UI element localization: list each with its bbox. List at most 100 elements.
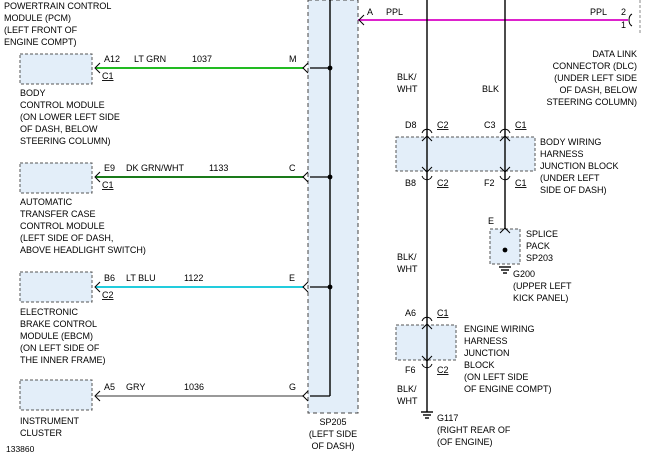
ground-path-left: BLK/ WHT D8 C2 B8 C2 BLK/ WHT A6 C1 F6 C… (397, 0, 511, 447)
module-line: CONTROL MODULE (20, 100, 105, 110)
ground-line: KICK PANEL) (513, 293, 568, 303)
pin-label: D8 (405, 120, 417, 130)
connector-arrow (302, 62, 309, 74)
connector-id: C2 (437, 365, 449, 375)
connector-arrow (421, 316, 433, 322)
connector-arrow (421, 166, 433, 173)
ground-symbol (421, 411, 433, 419)
ewjb-line: JUNCTION (464, 348, 510, 358)
splice-dot (327, 65, 333, 71)
bwjb-line: HARNESS (540, 149, 584, 159)
wire-color: LT BLU (126, 273, 156, 283)
sp203-line: PACK (526, 241, 550, 251)
splice-dot (327, 284, 333, 290)
wire-color: BLK/ (397, 384, 417, 394)
sp203-line: SP203 (526, 253, 553, 263)
splice-pin: E (289, 273, 295, 283)
ppl-circuit: A PPL PPL 2 1 (358, 0, 641, 34)
sp205-splice-box (307, 0, 359, 414)
module-line: STEERING COLUMN) (20, 136, 111, 146)
module-line: TRANSFER CASE (20, 209, 96, 219)
connector-arrow (302, 171, 309, 183)
bwjb-line: BODY WIRING (540, 137, 601, 147)
dlc-pin-2: 2 (621, 7, 626, 17)
wire-color: BLK/ (397, 72, 417, 82)
bwjb-line: JUNCTION BLOCK (540, 161, 619, 171)
circuit-number: 1122 (184, 273, 203, 283)
module-line: ABOVE HEADLIGHT SWITCH) (20, 245, 146, 255)
connector-arrow (499, 175, 511, 181)
dlc-line: OF DASH, BELOW (559, 85, 637, 95)
junction-box (395, 136, 536, 172)
connector-arrow (499, 227, 511, 234)
engine-wiring-junction-block: ENGINE WIRING HARNESS JUNCTION BLOCK (ON… (395, 316, 552, 394)
module-pin: A5 (104, 382, 115, 392)
pcm-label: POWERTRAIN CONTROL MODULE (PCM) (LEFT FR… (4, 1, 111, 47)
splice-pin: E (488, 216, 494, 226)
figure-number: 133860 (6, 444, 35, 454)
wire-color: BLK/ (397, 252, 417, 262)
ground-line: (UPPER LEFT (513, 281, 572, 291)
module-pin: A12 (104, 54, 120, 64)
wire-color: DK GRN/WHT (126, 163, 184, 173)
module-line: BRAKE CONTROL (20, 319, 97, 329)
sp203-line: SPLICE (526, 229, 558, 239)
pcm-line: (LEFT FRONT OF (4, 25, 78, 35)
sp205-line: SP205 (319, 417, 346, 427)
dlc-line: STEERING COLUMN) (546, 97, 637, 107)
splice-pin: M (289, 54, 297, 64)
connector-arrow (628, 13, 633, 27)
module-line: (ON LOWER LEFT SIDE (20, 112, 120, 122)
pcm-line: POWERTRAIN CONTROL (4, 1, 111, 11)
ewjb-line: BLOCK (464, 360, 495, 370)
module-box (19, 271, 93, 303)
dlc-label: DATA LINK CONNECTOR (DLC) (UNDER LEFT SI… (546, 49, 637, 107)
junction-box (395, 324, 457, 361)
circuit-number: 1133 (209, 163, 228, 173)
circuit-transfer-case: E9 DK GRN/WHT 1133 C C1 AUTOMATIC TRANSF… (19, 162, 333, 255)
ewjb-line: OF ENGINE COMPT) (464, 384, 552, 394)
dlc-line: CONNECTOR (DLC) (553, 61, 637, 71)
connector-arrow (94, 390, 101, 402)
connector-arrow (94, 62, 101, 74)
ground-line: (RIGHT REAR OF (437, 425, 511, 435)
module-line: OF DASH, BELOW (20, 124, 98, 134)
ewjb-line: (ON LEFT SIDE (464, 372, 528, 382)
bwjb-line: (UNDER LEFT (540, 173, 600, 183)
sp205-label: SP205 (LEFT SIDE OF DASH) (309, 417, 357, 451)
connector-arrow (358, 14, 365, 26)
ground-line: G200 (513, 269, 535, 279)
module-pin: B6 (104, 273, 115, 283)
wire-color: WHT (397, 396, 418, 406)
connector-arrow (421, 355, 433, 362)
connector-arrow (421, 175, 433, 181)
connector-arrow (94, 171, 101, 183)
connector-arrow (499, 166, 511, 173)
module-box (19, 162, 93, 194)
circuit-number: 1037 (192, 54, 212, 64)
ewjb-line: ENGINE WIRING (464, 324, 535, 334)
circuit-number: 1036 (184, 382, 204, 392)
wire-color: BLK (482, 84, 499, 94)
module-line: (LEFT SIDE OF DASH, (20, 233, 113, 243)
sp205-line: (LEFT SIDE (309, 429, 357, 439)
wire-color: WHT (397, 264, 418, 274)
circuit-ebcm: B6 LT BLU 1122 E C2 ELECTRONIC BRAKE CON… (19, 271, 333, 365)
dlc-line: DATA LINK (592, 49, 637, 59)
ground-line: (OF ENGINE) (437, 437, 493, 447)
connector-arrow (302, 281, 309, 293)
circuit-bcm: A12 LT GRN 1037 M C1 BODY CONTROL MODULE… (19, 53, 333, 146)
splice-pin: G (289, 382, 296, 392)
connector-id: C2 (437, 178, 449, 188)
connector-arrow (421, 363, 433, 369)
sp205-line: OF DASH) (311, 441, 354, 451)
ewjb-line: HARNESS (464, 336, 508, 346)
pcm-line: ENGINE COMPT) (4, 37, 77, 47)
ground-line: G117 (437, 413, 458, 423)
splice-dot (502, 247, 508, 253)
ground-symbol (499, 266, 511, 274)
pin-label: B8 (405, 178, 416, 188)
wire-color: LT GRN (134, 54, 166, 64)
module-line: INSTRUMENT (20, 416, 79, 426)
